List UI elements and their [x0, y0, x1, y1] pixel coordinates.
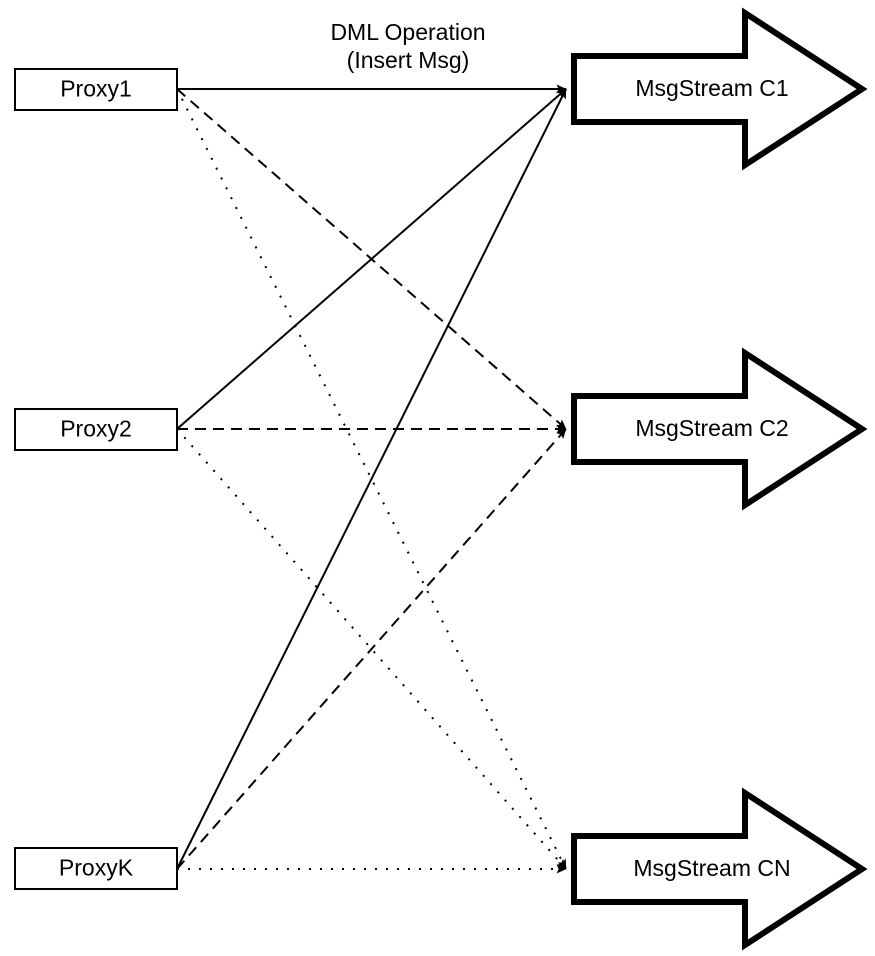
proxy-label: Proxy1 — [60, 76, 132, 102]
edge-caption: DML Operation (Insert Msg) — [330, 19, 485, 73]
stream-node-layer: MsgStream C1 MsgStream C2 MsgStream CN — [571, 7, 868, 951]
stream-node-stream-cn[interactable]: MsgStream CN — [571, 787, 868, 951]
block-arrow-shape[interactable] — [571, 7, 868, 171]
edge-layer — [176, 84, 567, 874]
proxy-node-proxyk[interactable]: ProxyK — [14, 847, 178, 890]
stream-node-stream-c2[interactable]: MsgStream C2 — [571, 347, 868, 511]
proxy-box[interactable] — [14, 847, 178, 890]
edge-caption-line-2: (Insert Msg) — [347, 47, 470, 73]
stream-label: MsgStream C1 — [635, 75, 788, 101]
edge-proxyk-to-stream-c1 — [176, 88, 567, 870]
stream-node-stream-c1[interactable]: MsgStream C1 — [571, 7, 868, 171]
edge-proxy1-to-stream-cn — [176, 88, 567, 870]
edge-proxy2-to-stream-c1 — [176, 88, 567, 430]
edge-caption-line-1: DML Operation — [330, 19, 485, 45]
stream-label: MsgStream CN — [633, 855, 790, 881]
proxy-box[interactable] — [14, 68, 178, 111]
edge-proxyk-to-stream-c2 — [176, 428, 567, 870]
block-arrow-shape[interactable] — [571, 347, 868, 511]
proxy-node-layer: Proxy1 Proxy2 ProxyK — [14, 68, 178, 890]
proxy-label: Proxy2 — [60, 416, 132, 442]
proxy-box[interactable] — [14, 408, 178, 451]
proxy-label: ProxyK — [59, 855, 134, 881]
proxy-node-proxy2[interactable]: Proxy2 — [14, 408, 178, 451]
stream-label: MsgStream C2 — [635, 415, 788, 441]
proxy-node-proxy1[interactable]: Proxy1 — [14, 68, 178, 111]
block-arrow-shape[interactable] — [571, 787, 868, 951]
